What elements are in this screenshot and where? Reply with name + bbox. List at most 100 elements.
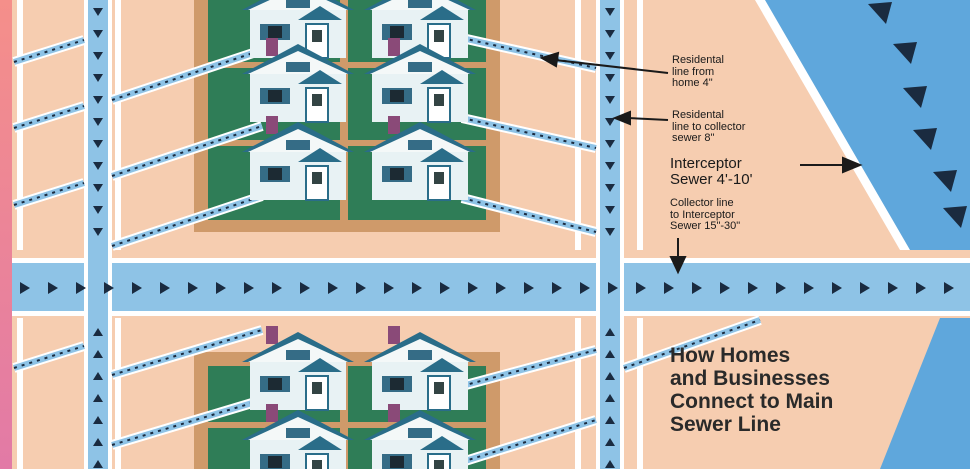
- chimney: [388, 404, 400, 422]
- flow-arrow: [888, 282, 898, 294]
- river-flow-arrow: [893, 42, 917, 64]
- residential-line-fill: [461, 347, 597, 389]
- flow-arrow: [104, 282, 114, 294]
- flow-arrow: [93, 30, 103, 38]
- label-residential-line-home: Residental line from home 4": [672, 54, 724, 90]
- chimney: [266, 38, 278, 56]
- flow-arrow: [605, 438, 615, 446]
- flow-arrow: [216, 282, 226, 294]
- river-flow-arrow: [943, 206, 967, 228]
- flow-marks: [623, 319, 761, 369]
- flow-arrow: [720, 282, 730, 294]
- window: [408, 350, 432, 360]
- flow-arrow: [605, 328, 615, 336]
- label-interceptor-sewer: Interceptor Sewer 4'-10': [670, 155, 753, 188]
- flow-marks: [461, 117, 597, 149]
- river-lower: [880, 318, 970, 469]
- flow-arrow: [608, 282, 618, 294]
- house: [242, 116, 354, 201]
- river: [760, 0, 970, 250]
- window: [286, 140, 310, 150]
- flow-arrow: [440, 282, 450, 294]
- chimney: [266, 326, 278, 344]
- flow-arrow: [188, 282, 198, 294]
- residential-line-fill: [13, 103, 85, 131]
- flow-marks: [111, 49, 263, 101]
- river-bank: [755, 0, 910, 250]
- flow-arrow: [605, 8, 615, 16]
- flow-arrow: [804, 282, 814, 294]
- flow-arrow: [93, 372, 103, 380]
- flow-arrow: [605, 118, 615, 126]
- flow-arrow: [93, 328, 103, 336]
- flow-arrow: [605, 460, 615, 468]
- window: [286, 0, 310, 8]
- flow-arrow: [356, 282, 366, 294]
- residential-line-fill: [13, 37, 85, 65]
- window: [408, 0, 432, 8]
- residential-line-fill: [461, 417, 597, 465]
- flow-arrow: [272, 282, 282, 294]
- flow-arrow: [692, 282, 702, 294]
- flow-arrow: [552, 282, 562, 294]
- flow-arrow: [93, 162, 103, 170]
- house: [364, 38, 476, 123]
- window: [408, 140, 432, 150]
- flow-arrow: [93, 206, 103, 214]
- flow-arrow: [832, 282, 842, 294]
- flow-arrow: [944, 282, 954, 294]
- window: [286, 428, 310, 438]
- chimney: [266, 404, 278, 422]
- flow-arrow: [605, 162, 615, 170]
- flow-arrow: [748, 282, 758, 294]
- flow-arrow: [605, 416, 615, 424]
- flow-arrow: [605, 394, 615, 402]
- flow-arrow: [160, 282, 170, 294]
- flow-arrow: [328, 282, 338, 294]
- house: [364, 404, 476, 469]
- flow-arrow: [48, 282, 58, 294]
- flow-arrow: [860, 282, 870, 294]
- flow-arrow: [605, 74, 615, 82]
- flow-arrow: [93, 118, 103, 126]
- flow-arrow: [93, 140, 103, 148]
- window: [286, 350, 310, 360]
- flow-arrow: [132, 282, 142, 294]
- flow-arrow: [605, 30, 615, 38]
- house: [364, 0, 476, 59]
- flow-arrow: [93, 96, 103, 104]
- flow-arrow: [93, 8, 103, 16]
- chimney: [388, 326, 400, 344]
- flow-arrow: [384, 282, 394, 294]
- window: [408, 428, 432, 438]
- flow-arrow: [20, 282, 30, 294]
- chimney: [388, 116, 400, 134]
- flow-arrow: [93, 350, 103, 358]
- flow-arrow: [412, 282, 422, 294]
- flow-arrow: [93, 228, 103, 236]
- window: [286, 62, 310, 72]
- house: [242, 38, 354, 123]
- flow-arrow: [93, 74, 103, 82]
- flow-arrow: [636, 282, 646, 294]
- flow-arrow: [244, 282, 254, 294]
- flow-arrow: [93, 438, 103, 446]
- flow-arrow: [605, 350, 615, 358]
- diagram-title: How Homes and Businesses Connect to Main…: [670, 344, 834, 436]
- chimney: [266, 116, 278, 134]
- flow-arrow: [605, 140, 615, 148]
- flow-arrow: [580, 282, 590, 294]
- flow-arrow: [93, 416, 103, 424]
- flow-arrow: [605, 372, 615, 380]
- flow-arrow: [605, 52, 615, 60]
- label-collector-line: Collector line to Interceptor Sewer 15"-…: [670, 197, 741, 233]
- flow-arrow: [496, 282, 506, 294]
- flow-arrow: [93, 460, 103, 468]
- house: [242, 326, 354, 411]
- flow-arrow: [524, 282, 534, 294]
- label-residential-line-collector: Residental line to collector sewer 8": [672, 109, 746, 145]
- flow-arrow: [93, 52, 103, 60]
- flow-arrow: [916, 282, 926, 294]
